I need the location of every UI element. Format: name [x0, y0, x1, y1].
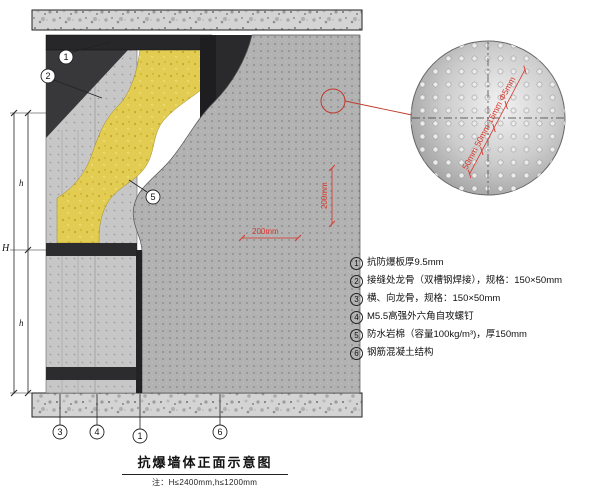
- detail-leader-line: [344, 100, 413, 116]
- callout-6-bottom: 6: [217, 427, 222, 437]
- legend-text-5: 防水岩棉（容量100kg/m³)，厚150mm: [367, 329, 527, 340]
- callout-5-mid: 5: [150, 192, 155, 202]
- legend-text-2: 接缝处龙骨（双槽钢焊接），规格：150×50mm: [367, 275, 563, 286]
- callout-bubbles: 1 2 5 3 4 1 6: [40, 49, 228, 444]
- vertical-200mm-label: 200mm: [320, 182, 329, 209]
- dimension-lines: [10, 109, 46, 397]
- wall-assembly: [45, 34, 361, 394]
- legend-text-6: 钢筋混凝土结构: [367, 347, 434, 358]
- callout-1-top: 1: [63, 52, 68, 62]
- bottom-concrete-slab: [31, 392, 363, 418]
- legend-num-5: 5: [350, 329, 363, 342]
- legend-num-2: 2: [350, 275, 363, 288]
- drawing-note: 注：H≤2400mm,h≤1200mm: [152, 478, 258, 487]
- legend-item-6: 6 钢筋混凝土结构: [350, 347, 598, 360]
- callout-3-bottom: 3: [57, 427, 62, 437]
- wall-red-dimensions: 200mm 200mm: [238, 164, 336, 242]
- legend-text-4: M5.5高强外六角自攻螺钉: [367, 311, 474, 322]
- horizontal-runner-lower: [46, 367, 137, 380]
- legend-num-6: 6: [350, 347, 363, 360]
- horizontal-runner-upper: [46, 243, 137, 256]
- legend-text-1: 抗防爆板厚9.5mm: [367, 257, 444, 268]
- dim-label-H: H: [1, 243, 10, 254]
- legend-item-2: 2 接缝处龙骨（双槽钢焊接），规格：150×50mm: [350, 275, 598, 288]
- dim-label-h-lower: h: [19, 318, 24, 328]
- callout-4-bottom: 4: [94, 427, 99, 437]
- legend-text-3: 横、向龙骨，规格：150×50mm: [367, 293, 501, 304]
- callout-leaders: [53, 41, 221, 429]
- dim-label-h-upper: h: [19, 178, 24, 188]
- horizontal-200mm-label: 200mm: [252, 227, 279, 236]
- legend-item-5: 5 防水岩棉（容量100kg/m³)，厚150mm: [350, 329, 598, 342]
- top-concrete-slab: [31, 9, 363, 31]
- drawing-title: 抗爆墙体正面示意图: [122, 452, 288, 475]
- legend: 1 抗防爆板厚9.5mm 2 接缝处龙骨（双槽钢焊接），规格：150×50mm …: [350, 257, 598, 365]
- callout-2-top: 2: [45, 71, 50, 81]
- legend-num-1: 1: [350, 257, 363, 270]
- blast-board-top-edge: [45, 34, 213, 51]
- legend-num-3: 3: [350, 293, 363, 306]
- callout-1-bottom: 1: [137, 431, 142, 441]
- concrete-face-panel: [132, 34, 361, 394]
- legend-item-3: 3 横、向龙骨，规格：150×50mm: [350, 293, 598, 306]
- blast-board-side-edge: [136, 250, 142, 393]
- legend-num-4: 4: [350, 311, 363, 324]
- legend-item-4: 4 M5.5高强外六角自攻螺钉: [350, 311, 598, 324]
- blast-board-wedge-left: [46, 50, 128, 138]
- legend-item-1: 1 抗防爆板厚9.5mm: [350, 257, 598, 270]
- rock-wool-layer: [56, 35, 232, 244]
- detail-blowup: 50mm 50mm 15mm Φ5mm: [410, 40, 566, 196]
